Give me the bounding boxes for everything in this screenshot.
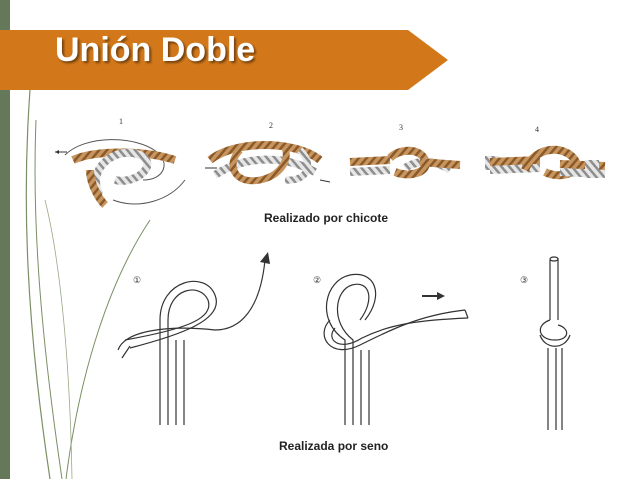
step-circle-2: ② bbox=[313, 275, 321, 285]
step-circle-1: ① bbox=[133, 275, 141, 285]
step-circle-3: ③ bbox=[520, 275, 528, 285]
step-number-3: 3 bbox=[399, 123, 403, 132]
bottom-caption: Realizada por seno bbox=[279, 439, 389, 453]
title-banner bbox=[0, 30, 450, 90]
step-number-1: 1 bbox=[119, 117, 123, 126]
side-accent-bar bbox=[0, 0, 10, 479]
seno-knot-illustration: ① ② ③ bbox=[117, 252, 571, 430]
top-caption: Realizado por chicote bbox=[264, 211, 389, 225]
step-number-2: 2 bbox=[269, 121, 273, 130]
chicote-knot-illustration: 1 2 3 4 bbox=[55, 117, 606, 208]
page-title: Unión Doble bbox=[55, 31, 256, 69]
step-number-4: 4 bbox=[535, 125, 539, 134]
